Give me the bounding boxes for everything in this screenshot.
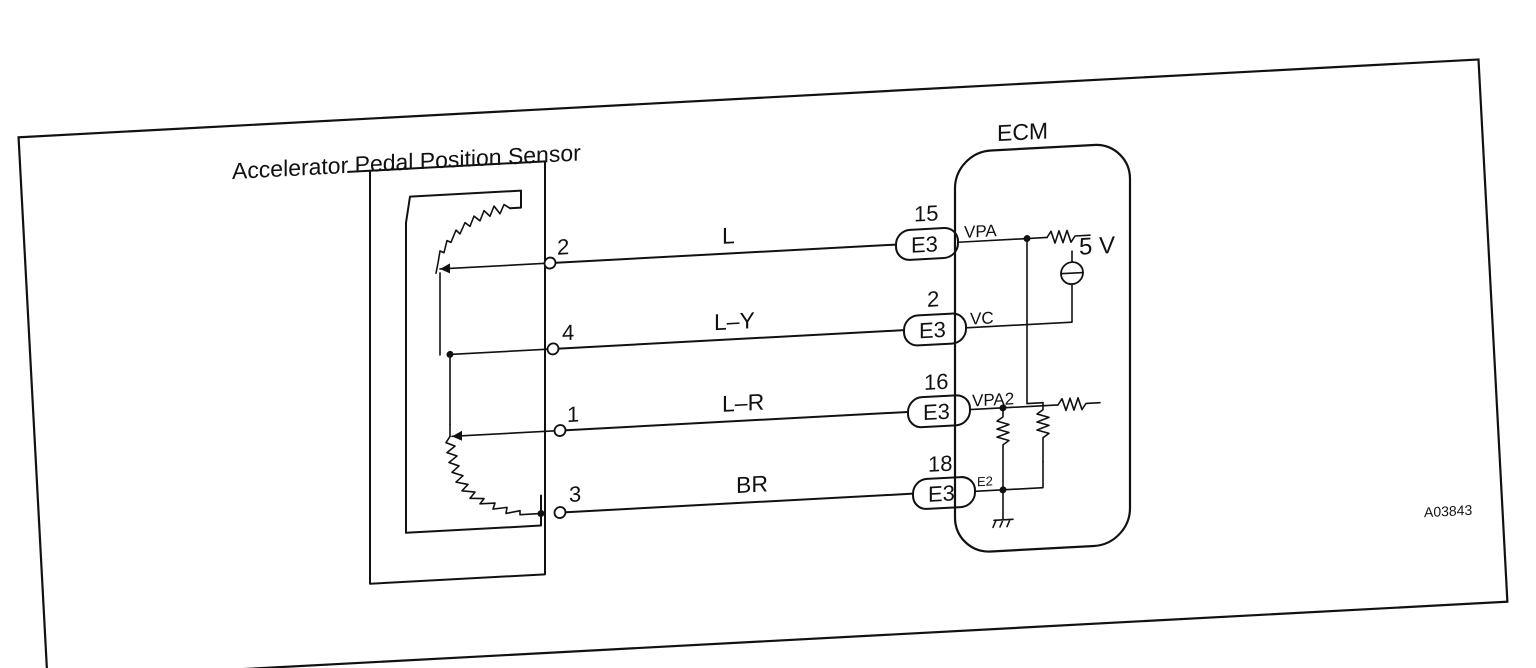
common-junction xyxy=(446,350,454,358)
terminal-number-3: 3 xyxy=(569,481,581,507)
ground-icon xyxy=(992,518,1014,529)
vpa2-pulldown-resistor xyxy=(996,407,1010,491)
wire-color-l-y: L–Y xyxy=(714,307,755,335)
lower-resistor-arc xyxy=(445,435,541,516)
figure-id: A03843 xyxy=(1424,502,1472,521)
ecm-pin-label-e2: E2 xyxy=(977,473,993,489)
terminal-number-1: 1 xyxy=(567,402,579,428)
vpa-pulldown-resistor xyxy=(1036,401,1050,463)
connector-code-1: E3 xyxy=(911,231,938,257)
wire-vc xyxy=(558,329,907,350)
wire-vpa xyxy=(555,243,899,264)
wire-vpa2 xyxy=(565,410,911,432)
connector-code-2: E3 xyxy=(919,317,946,343)
lower-wiper-arrow xyxy=(452,430,462,441)
ecm-pin-label-vpa: VPA xyxy=(964,221,997,242)
ecm-title: ECM xyxy=(997,117,1048,146)
sensor-terminal-2 xyxy=(543,256,557,270)
wire-e2 xyxy=(565,492,916,514)
ecm-box xyxy=(953,143,1132,553)
vpa-pullup-resistor xyxy=(1046,229,1091,244)
terminal-number-2: 2 xyxy=(557,234,569,260)
ecm-pin-number-18: 18 xyxy=(928,451,952,477)
ecm-pin-number-15: 15 xyxy=(914,200,938,226)
ecm-pin-number-2: 2 xyxy=(927,286,939,312)
supply-voltage-label: 5 V xyxy=(1079,232,1115,261)
ecm-pin-label-vc: VC xyxy=(970,308,994,328)
sensor-terminal-4 xyxy=(546,342,560,356)
upper-resistor-arc xyxy=(435,203,511,274)
diagram-frame xyxy=(17,58,1509,668)
ecm-pin-number-16: 16 xyxy=(924,369,948,395)
sensor-terminal-3 xyxy=(553,506,567,519)
wire-color-l: L xyxy=(722,222,735,249)
wire-color-br: BR xyxy=(736,470,768,498)
schematic: Accelerator Pedal Position Sensor 2 4 1 xyxy=(232,117,1472,585)
sensor-housing xyxy=(347,160,546,263)
ground-junction xyxy=(537,510,545,518)
upper-wiper-arrow xyxy=(440,263,450,274)
connector-code-3: E3 xyxy=(923,399,950,425)
vpa2-pullup-resistor xyxy=(1057,397,1101,412)
sensor-inner-shield xyxy=(405,221,542,534)
terminal-number-4: 4 xyxy=(562,320,574,346)
sensor-terminal-1 xyxy=(553,424,567,437)
wire-color-l-r: L–R xyxy=(722,389,764,417)
connector-code-4: E3 xyxy=(928,480,955,506)
